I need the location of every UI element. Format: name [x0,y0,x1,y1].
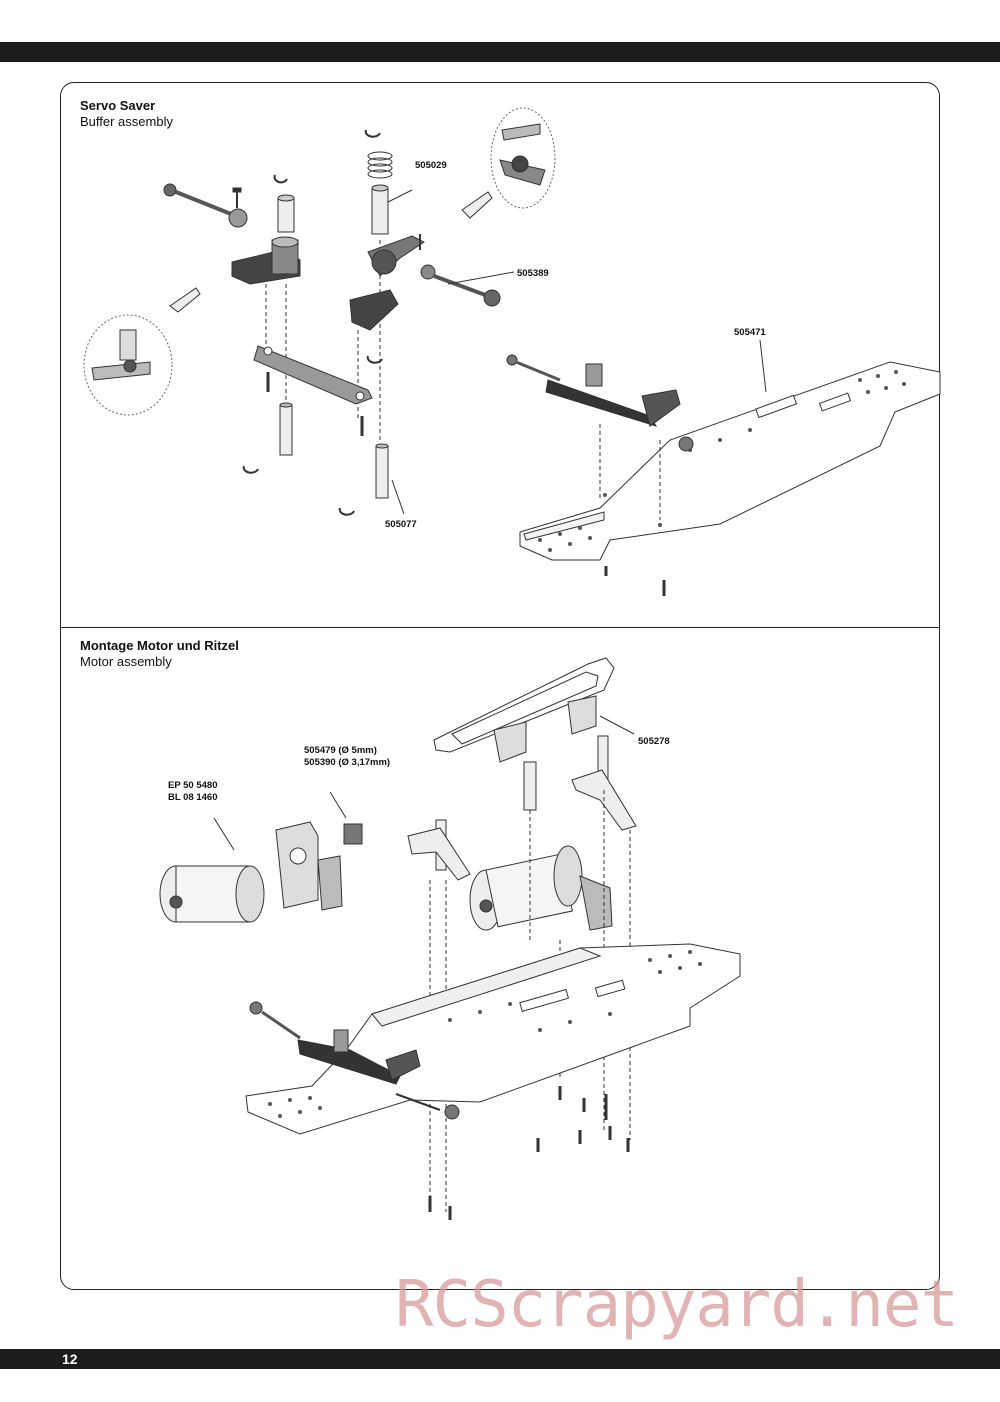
section-divider [60,627,940,628]
pinion-part-label: 505479 (Ø 5mm) 505390 (Ø 3,17mm) [304,745,390,769]
page-number: 12 [62,1351,78,1367]
pinion-part-a: 505479 (Ø 5mm) [304,745,377,756]
title-en: Motor assembly [80,654,172,669]
page-frame [60,82,940,1290]
pinion-part-b: 505390 (Ø 3,17mm) [304,757,391,768]
header-bar [0,42,1000,62]
part-number-label: 505029 [415,160,447,171]
part-number-label: 505278 [638,736,670,747]
part-number-label: 505471 [734,327,766,338]
motor-part-a: EP 50 5480 [168,780,218,791]
part-number-label: 505389 [517,268,549,279]
part-number-label: 505077 [385,519,417,530]
watermark-text: RCScrapyard.net [395,1268,959,1342]
section-servo-saver-title: Servo Saver Buffer assembly [80,98,173,130]
title-en: Buffer assembly [80,114,173,129]
motor-part-b: BL 08 1460 [168,792,218,803]
section-motor-title: Montage Motor und Ritzel Motor assembly [80,638,239,670]
motor-part-label: EP 50 5480 BL 08 1460 [168,780,217,804]
footer-bar [0,1349,1000,1369]
title-de: Servo Saver [80,98,156,113]
title-de: Montage Motor und Ritzel [80,638,239,653]
